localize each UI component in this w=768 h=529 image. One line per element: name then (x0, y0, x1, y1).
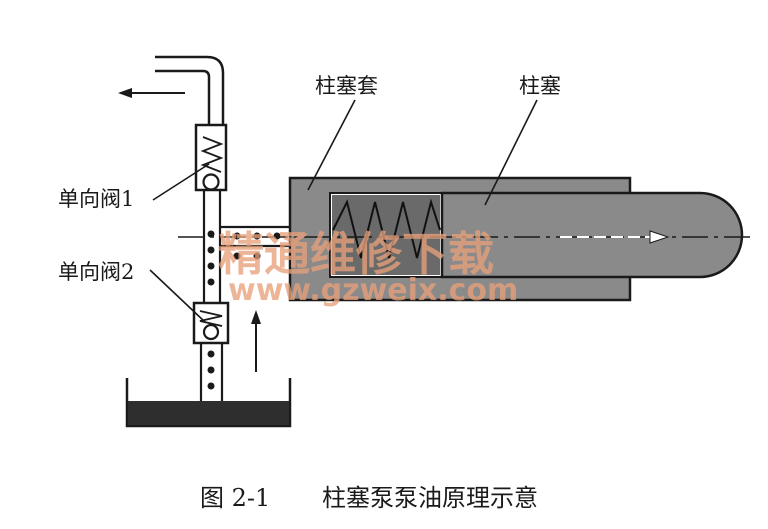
check-valve-2-label: 单向阀2 (58, 260, 134, 284)
valve-2-ball (202, 323, 220, 341)
check-valve-1 (194, 123, 228, 192)
plunger-motion-arrow (560, 230, 670, 244)
suction-pipe (199, 343, 224, 401)
chamber-spring (332, 195, 441, 275)
figure-number: 图 2-1 (200, 484, 270, 512)
barrel-label: 柱塞套 (315, 74, 378, 98)
valve-2-spring (199, 310, 223, 327)
outlet-flow-arrow (118, 88, 185, 98)
watermark-text: 精通维修下载 (218, 227, 494, 281)
plunger-label: 柱塞 (519, 74, 561, 98)
oil-level (128, 401, 289, 425)
outlet-pipe (155, 55, 225, 125)
oil-tank (125, 378, 292, 428)
suction-flow-arrow (251, 310, 261, 372)
watermark-url: www.gzweix.com (228, 273, 518, 308)
check-valve-2 (192, 301, 230, 345)
check-valve-1-label: 单向阀1 (58, 187, 134, 211)
valve-1-ball (202, 173, 220, 191)
figure-title: 柱塞泵泵油原理示意 (322, 484, 538, 512)
inlet-passage (220, 225, 292, 248)
leader-lines (149, 99, 538, 323)
